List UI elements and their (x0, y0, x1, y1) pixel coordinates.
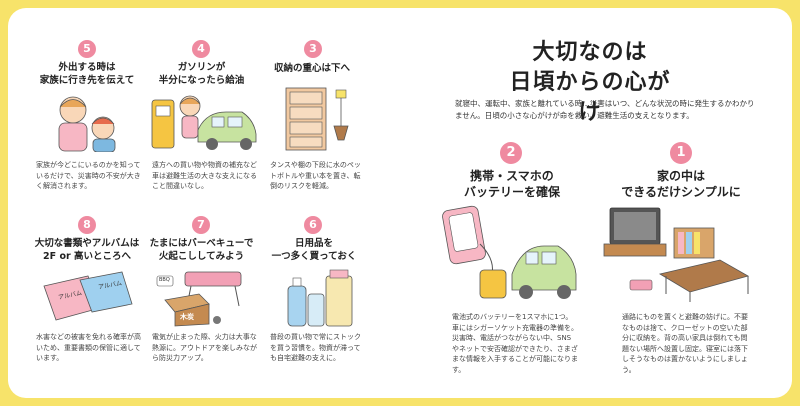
tip-6-title-line2: 一つ多く買っておく (271, 251, 357, 262)
tip-3-number: 3 (304, 40, 322, 58)
tip-5-title-line2: 家族に行き先を伝えて (39, 75, 135, 86)
tip-6-title: 日用品を 一つ多く買っておく (262, 237, 366, 263)
tip-4-title-line1: ガソリンが (177, 62, 226, 73)
tip-8-desc: 水害などの被害を免れる確率が高いため、重要書類の保管に適しています。 (36, 333, 141, 362)
tip-2-illustration (442, 205, 577, 299)
intro-text: 就寝中、運転中、家族と離れている時…災害はいつ、どんな状況の時に発生するかわかり… (455, 99, 755, 120)
tip-5-illustration (58, 96, 116, 152)
tip-7-title-line2: 火起こししてみよう (158, 251, 245, 262)
tip-2-title: 携帯・スマホの バッテリーを確保 (448, 168, 576, 200)
tip-1-title-line1: 家の中は (656, 169, 705, 183)
tip-4-desc: 遠方への買い物や物資の補充など車は避難生活の大きな支えになること間違いなし。 (152, 161, 257, 190)
tip-8-title-line2: 2F or 高いところへ (43, 251, 131, 262)
tip-7-title-line1: たまにはバーベキューで (149, 238, 254, 249)
tip-1-illustration (603, 207, 750, 302)
poster-frame (8, 8, 792, 398)
tip-8-number: 8 (78, 216, 96, 234)
tip-3-title-line1: 収納の重心は下へ (273, 63, 350, 74)
tip-5-title: 外出する時は 家族に行き先を伝えて (28, 61, 146, 87)
tip-4-illustration (151, 95, 257, 150)
main-title-line1: 大切なのは (532, 40, 648, 65)
tip-6-number: 6 (304, 216, 322, 234)
tip-5-desc: 家族が今どこにいるのかを知っているだけで、災害時の不安が大きく解消されます。 (36, 161, 141, 190)
tip-4-title-line2: 半分になったら給油 (158, 75, 245, 86)
tip-8-illustration (43, 271, 133, 321)
tip-4-number: 4 (192, 40, 210, 58)
tip-7-number: 7 (192, 216, 210, 234)
tip-3-title: 収納の重心は下へ (262, 62, 362, 75)
tip-6-title-line1: 日用品を (294, 238, 333, 249)
tip-7-illustration (156, 271, 242, 327)
bbq-label: BBQ (159, 277, 170, 283)
tip-5-number: 5 (78, 40, 96, 58)
main-title-line2: 日頃からの心がけ (509, 70, 671, 125)
tip-1-title-line2: できるだけシンプルに (621, 185, 741, 199)
tip-2-number: 2 (500, 142, 522, 164)
tip-6-desc: 普段の買い物で常にストックを買う習慣を。物資が滞っても自宅避難の支えに。 (270, 333, 361, 362)
tip-1-desc: 通路にものを置くと避難の妨げに。不要なものは捨て、クローゼットの空いた部分に収納… (622, 313, 748, 374)
tip-7-title: たまにはバーベキューで 火起こししてみよう (144, 237, 259, 263)
main-title: 大切なのは 日頃からの心がけ (505, 38, 675, 128)
tip-1-title: 家の中は できるだけシンプルに (616, 168, 746, 200)
tip-2-desc: 電池式のバッテリーを1スマホに1つ。車にはシガーソケット充電器の準備を。災害時、… (452, 313, 578, 374)
tip-2-title-line1: 携帯・スマホの (470, 169, 554, 183)
tip-1-number: 1 (670, 142, 692, 164)
tip-3-illustration (285, 87, 349, 151)
tip-7-desc: 電気が止まった際、火力は大事な熱源に。アウトドアを楽しみながら防災力アップ。 (152, 333, 257, 362)
charcoal-label: 木炭 (180, 313, 194, 321)
tip-5-title-line1: 外出する時は (58, 62, 116, 73)
tip-6-illustration (287, 269, 353, 327)
tip-8-title-line1: 大切な書類やアルバムは (34, 238, 140, 249)
tip-8-title: 大切な書類やアルバムは 2F or 高いところへ (28, 237, 146, 263)
tip-3-desc: タンスや棚の下段に水のペットボトルや重い本を置き、転倒のリスクを軽減。 (270, 161, 361, 190)
tip-4-title: ガソリンが 半分になったら給油 (144, 61, 259, 87)
tip-2-title-line2: バッテリーを確保 (463, 185, 560, 199)
